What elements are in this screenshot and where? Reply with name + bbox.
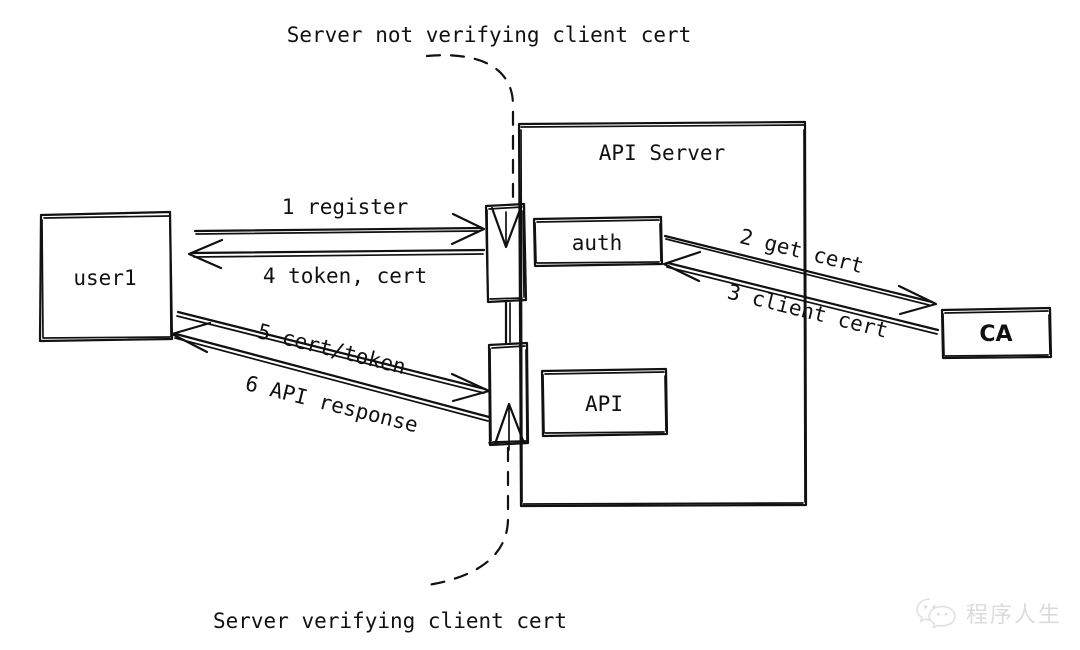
dashed-callout-bottom bbox=[426, 446, 510, 587]
auth-box bbox=[532, 215, 664, 268]
gateway-bar-lower bbox=[487, 341, 530, 451]
gateway-connector bbox=[504, 300, 511, 345]
api-server-box bbox=[517, 120, 808, 508]
api-server-label: API Server bbox=[599, 141, 725, 165]
title-bottom: Server verifying client cert bbox=[213, 609, 567, 633]
api-label: API bbox=[585, 392, 623, 416]
flow-1-arrow bbox=[193, 212, 486, 246]
user1-label: user1 bbox=[73, 266, 136, 290]
auth-label: auth bbox=[572, 231, 623, 255]
flow-3-arrow bbox=[662, 250, 940, 335]
flow-6-arrow bbox=[170, 321, 491, 422]
watermark: 程序人生 bbox=[915, 596, 1062, 630]
flow-4-arrow bbox=[187, 238, 486, 270]
dashed-callout-top bbox=[425, 54, 515, 203]
ca-label: CA bbox=[979, 322, 1012, 347]
flow-2-arrow bbox=[663, 234, 938, 316]
user1-box bbox=[38, 210, 174, 343]
flow-5-label: 5 cert/token bbox=[255, 319, 408, 379]
gateway-bar-upper bbox=[484, 202, 528, 304]
api-box bbox=[540, 367, 669, 438]
title-top: Server not verifying client cert bbox=[287, 23, 692, 47]
flow-6-label: 6 API response bbox=[243, 371, 421, 437]
ca-box bbox=[940, 306, 1053, 360]
flow-5-arrow bbox=[176, 310, 491, 403]
wechat-icon bbox=[916, 598, 956, 629]
flow-1-label: 1 register bbox=[282, 195, 408, 219]
watermark-text: 程序人生 bbox=[965, 603, 1062, 628]
flow-4-label: 4 token, cert bbox=[263, 264, 427, 288]
